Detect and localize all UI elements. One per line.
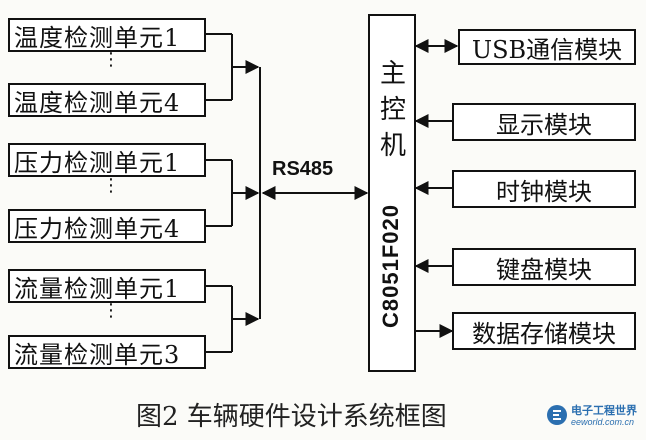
main-controller-model: C8051F020 [378,204,403,328]
eeworld-logo-text: 电子工程世界 [571,405,637,417]
clock-module-box: 时钟模块 [452,170,636,208]
temp-unit-1-label: 温度检测单元1 [14,23,181,52]
temp-unit-1-box: 温度检测单元1 [8,18,206,52]
storage-module-label: 数据存储模块 [472,319,616,348]
eeworld-logo-icon [547,405,567,425]
usb-module-box: USB通信模块 [458,29,636,65]
flow-unit-3-box: 流量检测单元3 [8,335,206,369]
keyboard-module-label: 键盘模块 [496,255,592,284]
pressure-unit-1-box: 压力检测单元1 [8,143,206,177]
usb-module-label: USB通信模块 [471,35,623,64]
flow-unit-3-label: 流量检测单元3 [14,340,181,369]
flow-unit-1-box: 流量检测单元1 [8,269,206,303]
pressure-ellipsis: ⋮ [102,175,120,196]
temp-unit-4-box: 温度检测单元4 [8,83,206,117]
main-controller-name: 主控机 [379,59,406,161]
keyboard-module-box: 键盘模块 [452,248,636,286]
rs485-label: RS485 [272,158,334,180]
eeworld-logo: 电子工程世界 eeworld.com.cn [546,398,642,436]
storage-module-box: 数据存储模块 [452,312,636,350]
pressure-unit-4-box: 压力检测单元4 [8,209,206,243]
temp-ellipsis: ⋮ [102,49,120,70]
flow-unit-1-label: 流量检测单元1 [14,274,181,303]
clock-module-label: 时钟模块 [496,177,592,206]
eeworld-logo-url: eeworld.com.cn [571,417,635,427]
figure-caption: 图2 车辆硬件设计系统框图 [136,402,447,432]
display-module-box: 显示模块 [452,103,636,141]
temp-unit-4-label: 温度检测单元4 [14,88,181,117]
pressure-unit-4-label: 压力检测单元4 [14,214,181,243]
flow-ellipsis: ⋮ [102,300,120,321]
pressure-unit-1-label: 压力检测单元1 [14,148,181,177]
display-module-label: 显示模块 [496,110,592,139]
main-controller-box: 主控机 C8051F020 [368,14,416,372]
